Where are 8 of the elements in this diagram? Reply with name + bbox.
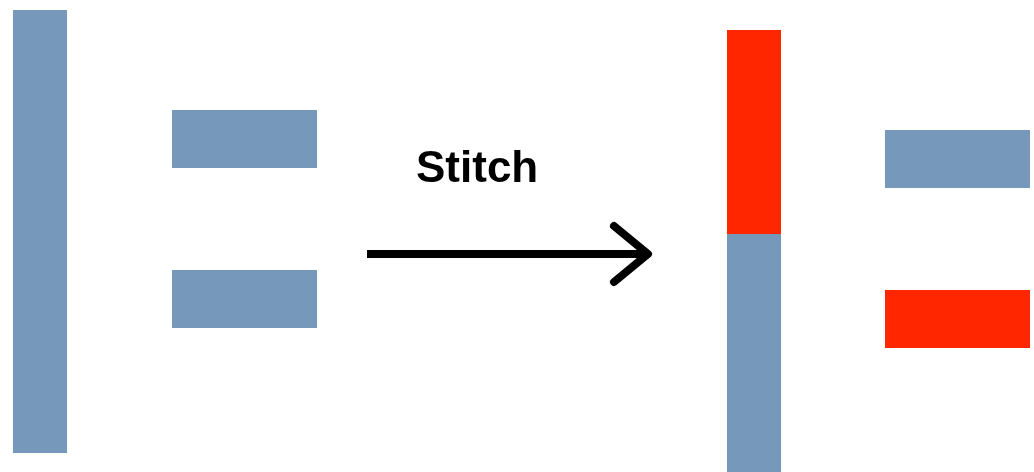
bar xyxy=(727,30,781,234)
bar xyxy=(885,290,1030,348)
arrow-label: Stitch xyxy=(416,142,539,192)
bar xyxy=(13,10,67,453)
bar xyxy=(885,130,1030,188)
bar xyxy=(172,270,317,328)
bar xyxy=(727,234,781,472)
bar xyxy=(172,110,317,168)
